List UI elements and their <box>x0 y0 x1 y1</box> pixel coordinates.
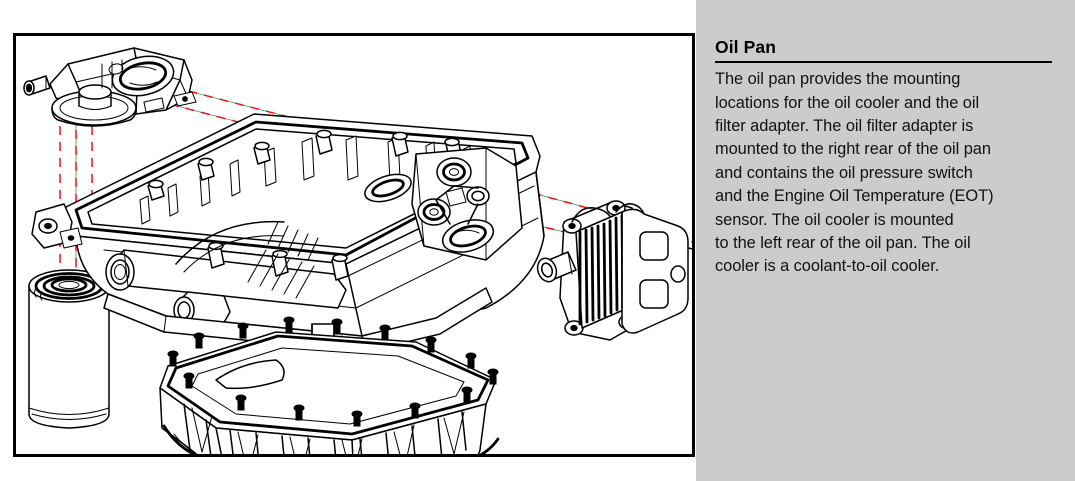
oil-filter-adapter <box>23 47 197 127</box>
oil-filter <box>28 269 110 429</box>
pan-left-flange <box>31 203 83 249</box>
lower-pan-ribs <box>183 403 467 454</box>
pan-bolt-bosses <box>147 129 463 201</box>
cooler-fins <box>578 214 625 326</box>
pan-rear-ribs <box>247 221 319 299</box>
diagram-frame: .ln { fill:none; stroke:#000; stroke-wid… <box>13 33 695 457</box>
title-underline-rule <box>715 61 1052 64</box>
exploded-view-diagram: .ln { fill:none; stroke:#000; stroke-wid… <box>23 47 692 454</box>
panel-body-text: The oil pan provides the mounting locati… <box>715 70 994 276</box>
oil-cooler <box>536 200 692 341</box>
oil-pan-upper-body <box>31 113 545 353</box>
oil-pan-lower <box>159 316 500 454</box>
pan-right-rear-ports <box>364 147 523 261</box>
info-panel-content: Oil Pan The oil pan provides the mountin… <box>715 37 1052 279</box>
panel-title: Oil Pan <box>715 37 776 57</box>
info-panel: Oil Pan The oil pan provides the mountin… <box>696 0 1075 481</box>
lower-pan-studs-back <box>167 316 477 369</box>
lower-pan-studs-front <box>183 368 499 427</box>
